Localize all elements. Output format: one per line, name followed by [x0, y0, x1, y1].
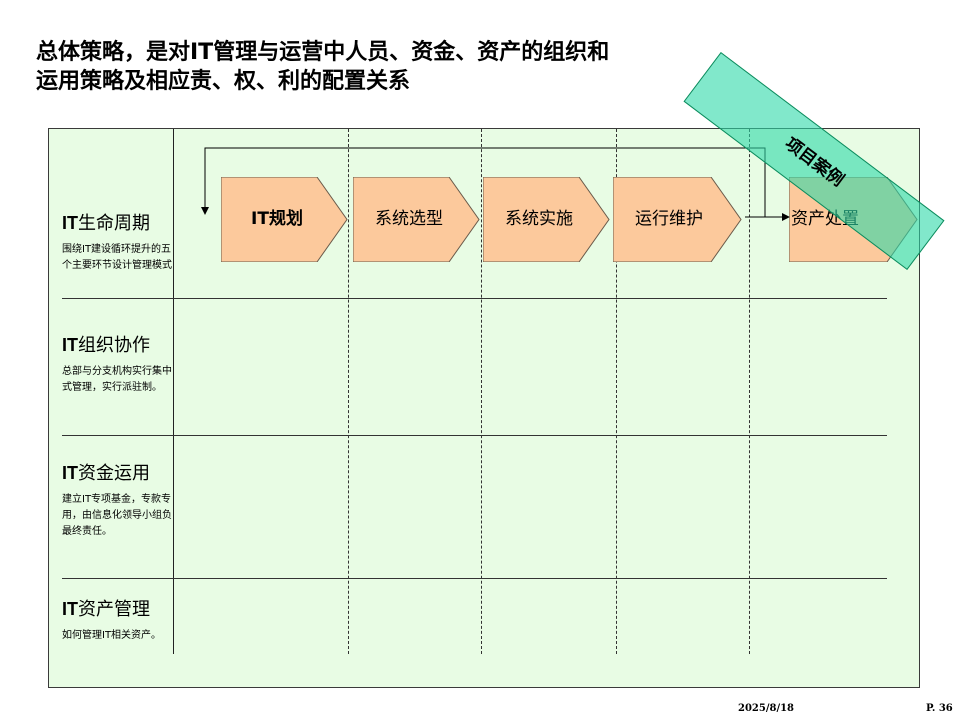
stage-label: 系统选型 [375, 209, 443, 229]
row-title-text: 资金运用 [78, 463, 150, 484]
row-title-text: 组织协作 [78, 335, 150, 356]
stage-operation-maintenance: 运行维护 [613, 177, 743, 262]
row-title-organization: IT组织协作 [62, 331, 150, 357]
row-divider [62, 578, 887, 579]
stage-system-selection: 系统选型 [353, 177, 481, 262]
slide-title-line-2: 运用策略及相应责、权、利的配置关系 [36, 69, 411, 94]
slide-title-line-1: 总体策略，是对IT管理与运营中人员、资金、资产的组织和 [36, 40, 610, 65]
footer-date: 2025/8/18 [738, 703, 795, 714]
row-title-prefix: IT [62, 335, 78, 355]
stage-label: 资产处置 [791, 209, 859, 229]
row-desc-organization: 总部与分支机构实行集中式管理，实行派驻制。 [62, 366, 172, 393]
stage-it-planning: IT规划 [221, 177, 349, 262]
strategy-matrix: IT生命周期 围绕IT建设循环提升的五个主要环节设计管理模式 IT组织协作 总部… [48, 128, 920, 688]
column-divider [348, 129, 349, 654]
stage-label: 系统实施 [505, 209, 573, 229]
row-title-prefix: IT [62, 463, 78, 483]
stage-label: IT规划 [251, 209, 303, 229]
column-divider [749, 129, 750, 654]
row-title-funding: IT资金运用 [62, 459, 150, 485]
row-title-text: 资产管理 [78, 599, 150, 620]
column-divider [616, 129, 617, 654]
slide-title: 总体策略，是对IT管理与运营中人员、资金、资产的组织和 运用策略及相应责、权、利… [36, 38, 609, 96]
stage-label: 运行维护 [635, 209, 703, 229]
row-title-lifecycle: IT生命周期 [62, 209, 150, 235]
row-title-prefix: IT [62, 213, 78, 233]
row-title-prefix: IT [62, 599, 78, 619]
row-desc-assets: 如何管理IT相关资产。 [62, 630, 162, 641]
row-header-divider [173, 129, 175, 654]
row-desc-lifecycle: 围绕IT建设循环提升的五个主要环节设计管理模式 [62, 244, 172, 271]
row-divider [62, 435, 887, 436]
stage-asset-disposal: 资产处置 [789, 177, 919, 262]
footer-page-number: P. 36 [926, 703, 953, 714]
column-divider [481, 129, 482, 654]
row-title-text: 生命周期 [78, 213, 150, 234]
stage-system-implementation: 系统实施 [483, 177, 611, 262]
row-divider [62, 298, 887, 299]
row-title-assets: IT资产管理 [62, 595, 150, 621]
row-desc-funding: 建立IT专项基金，专款专用，由信息化领导小组负最终责任。 [62, 494, 172, 537]
